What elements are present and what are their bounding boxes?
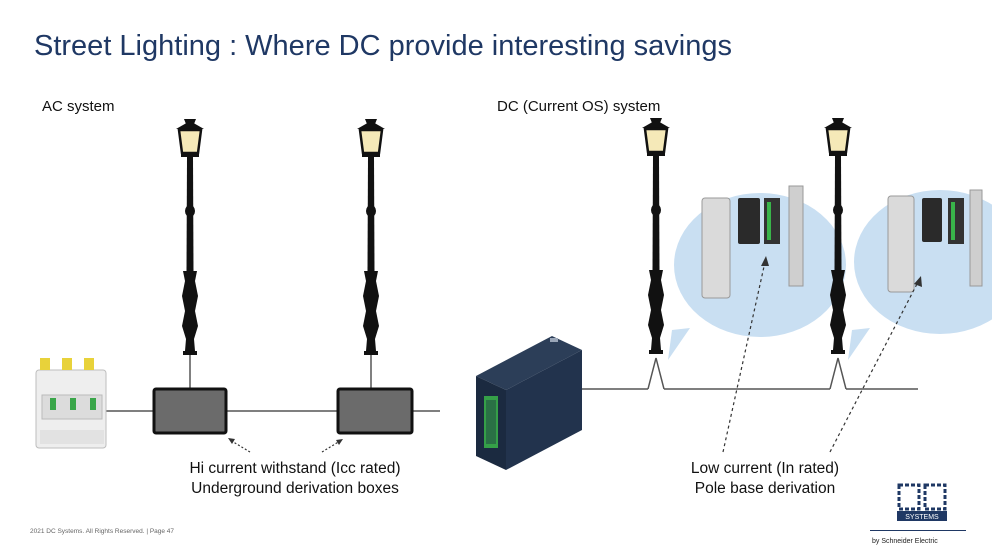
pole-base-device-1	[701, 185, 804, 299]
pole-base-device-2	[887, 189, 983, 293]
ac-circuit-breaker	[35, 358, 107, 449]
dc-caption-line2: Pole base derivation	[694, 480, 836, 497]
dc-caption-line1: Low current (In rated)	[690, 460, 840, 477]
copyright-footer: 2021 DC Systems. All Rights Reserved. | …	[30, 528, 175, 535]
dc-caption: Low current (In rated) Pole base derivat…	[660, 459, 870, 499]
dc-converter-unit	[476, 336, 582, 470]
schneider-byline: by Schneider Electric	[872, 538, 938, 545]
logo-divider	[870, 530, 966, 531]
ac-system-label: AC system	[42, 98, 115, 115]
ac-caption-line2: Underground derivation boxes	[191, 480, 399, 497]
logo-text: SYSTEMS	[905, 514, 939, 521]
ac-caption: Hi current withstand (Icc rated) Undergr…	[150, 459, 440, 499]
slide-title: Street Lighting : Where DC provide inter…	[34, 30, 732, 62]
ac-caption-line1: Hi current withstand (Icc rated)	[189, 460, 401, 477]
derivation-box-1	[152, 387, 228, 435]
dc-street-lamp-1	[640, 116, 672, 356]
derivation-box-2	[336, 387, 414, 435]
dc-system-label: DC (Current OS) system	[497, 98, 661, 115]
ac-street-lamp-2	[355, 117, 387, 357]
dc-systems-logo: SYSTEMS	[895, 482, 949, 522]
ac-street-lamp-1	[174, 117, 206, 357]
